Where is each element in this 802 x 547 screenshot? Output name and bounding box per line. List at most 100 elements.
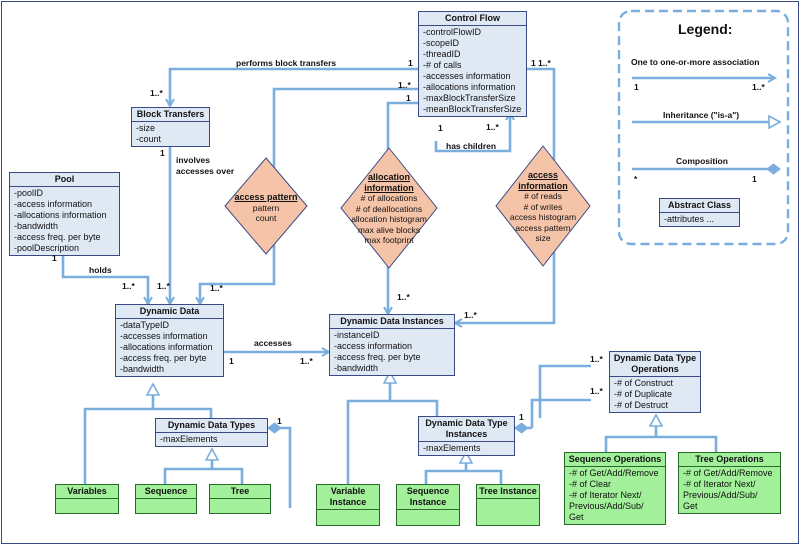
attribute-line: -# of calls (423, 60, 462, 70)
edge-inherit-dd (83, 407, 213, 484)
legend-abstract-title: Abstract Class (660, 199, 739, 213)
attribute-line: -allocations information (120, 342, 213, 352)
attribute-line: -maxElements (160, 434, 218, 444)
attribute-line: # of allocations (360, 193, 418, 203)
mult: 1 (277, 416, 282, 426)
class-title: Dynamic Data Type Operations (610, 352, 700, 377)
attribute-line: -bandwidth (334, 363, 379, 373)
attribute-line: access pattern (515, 222, 571, 233)
edge-cf-dynamic-data (200, 87, 418, 304)
class-attributes: -dataTypeID-accesses information-allocat… (116, 319, 223, 376)
class-tree[interactable]: Tree (209, 484, 271, 514)
attribute-line: -count (136, 134, 162, 144)
class-title: Tree Operations (679, 453, 780, 467)
attribute-line: allocation histogram (351, 214, 427, 224)
mult: 1 (160, 148, 165, 158)
attribute-line: -meanBlockTransferSize (423, 104, 522, 114)
class-tree-operations[interactable]: Tree Operations -# of Get/Add/Remove-# o… (678, 452, 781, 514)
attribute-line: -dataTypeID (120, 320, 170, 330)
attribute-line: Get (683, 501, 698, 511)
attribute-line: Previous/Add/Sub/ (683, 490, 758, 500)
class-dynamic-data[interactable]: Dynamic Data -dataTypeID-accesses inform… (115, 304, 224, 377)
legend-one-to-many: One to one-or-more association (631, 57, 760, 67)
attribute-line: Get (569, 512, 584, 522)
attribute-line: -maxElements (423, 443, 481, 453)
class-dynamic-data-types[interactable]: Dynamic Data Types -maxElements (155, 418, 268, 447)
class-attributes: -# of Get/Add/Remove-# of Clear-# of Ite… (565, 467, 665, 524)
edge-inherit-ddi (346, 399, 439, 484)
mult: 1..* (398, 80, 411, 90)
class-variable-instance[interactable]: Variable Instance (316, 484, 380, 526)
attribute-line: Previous/Add/Sub/ (569, 501, 644, 511)
legend-abstract-attrs: -attributes ... (664, 214, 715, 224)
mult: 1..* (590, 354, 603, 364)
mult: 1 (52, 253, 57, 263)
edge-composition-ddti (530, 398, 591, 428)
label-holds: holds (89, 265, 112, 275)
class-dynamic-data-type-operations[interactable]: Dynamic Data Type Operations -# of Const… (609, 351, 701, 413)
class-tree-instance[interactable]: Tree Instance (476, 484, 540, 526)
mult: 1..* (210, 283, 223, 293)
edge-has-children (434, 113, 510, 153)
label-has-children: has children (446, 141, 497, 151)
attribute-line: -# of Destruct (614, 400, 669, 410)
mult: 1..* (486, 122, 499, 132)
class-title: Sequence Instance (397, 485, 459, 510)
mult: 1..* (397, 292, 410, 302)
mult: 1..* (538, 58, 551, 68)
attribute-line: -# of Iterator Next/ (569, 490, 642, 500)
attribute-line: -allocations information (14, 210, 107, 220)
class-sequence[interactable]: Sequence (135, 484, 197, 514)
class-sequence-instance[interactable]: Sequence Instance (396, 484, 460, 526)
class-title: Sequence Operations (565, 453, 665, 467)
attribute-line: # of deallocations (355, 203, 423, 214)
class-pool[interactable]: Pool -poolID-access information-allocati… (9, 172, 120, 256)
attribute-line: -# of Duplicate (614, 389, 673, 399)
attribute-line: -bandwidth (14, 221, 59, 231)
attribute-line: -access information (14, 199, 93, 209)
class-title: Variables (56, 485, 118, 499)
attribute-line: -bandwidth (120, 364, 165, 374)
class-dynamic-data-type-instances[interactable]: Dynamic Data Type Instances -maxElements (418, 416, 515, 456)
attribute-line: -# of Clear (569, 479, 612, 489)
attribute-line: -# of Get/Add/Remove (569, 468, 659, 478)
class-attributes: -size-count (132, 122, 209, 146)
class-variables[interactable]: Variables (55, 484, 119, 514)
class-dynamic-data-instances[interactable]: Dynamic Data Instances -instanceID-acces… (329, 314, 455, 376)
class-title: Variable Instance (317, 485, 379, 510)
attribute-line: -# of Iterator Next/ (683, 479, 756, 489)
attribute-line: -access freq. per byte (334, 352, 421, 362)
assoc-title: allocation information (364, 172, 414, 193)
edge-composition-ddt (267, 422, 292, 508)
mult: 1 (229, 356, 234, 366)
access-pattern-diamond (224, 157, 308, 255)
class-sequence-operations[interactable]: Sequence Operations -# of Get/Add/Remove… (564, 452, 666, 525)
attribute-line: # of writes (523, 201, 563, 212)
mult: 1 (406, 93, 411, 103)
legend-abstract-class: Abstract Class -attributes ... (659, 198, 740, 227)
assoc-title: access pattern (234, 192, 298, 202)
class-block-transfers[interactable]: Block Transfers -size-count (131, 107, 210, 147)
legend-mult-star: * (634, 174, 638, 184)
attribute-line: -controlFlowID (423, 27, 482, 37)
legend-composition: Composition (676, 156, 728, 166)
class-title: Pool (10, 173, 119, 187)
attribute-line: -# of Get/Add/Remove (683, 468, 773, 478)
class-attributes: -maxElements (156, 433, 267, 446)
attribute-line: pattern (252, 202, 280, 213)
class-title: Control Flow (419, 12, 526, 26)
attribute-line: -accesses information (423, 71, 511, 81)
edge-holds (61, 248, 148, 304)
class-title: Tree Instance (477, 485, 539, 499)
legend-box (617, 9, 790, 246)
legend-mult-one: 1 (634, 82, 639, 92)
class-control-flow[interactable]: Control Flow -controlFlowID-scopeID-thre… (418, 11, 527, 117)
attribute-line: size (535, 233, 551, 243)
class-title: Tree (210, 485, 270, 499)
allocation-info-diamond (340, 147, 438, 269)
